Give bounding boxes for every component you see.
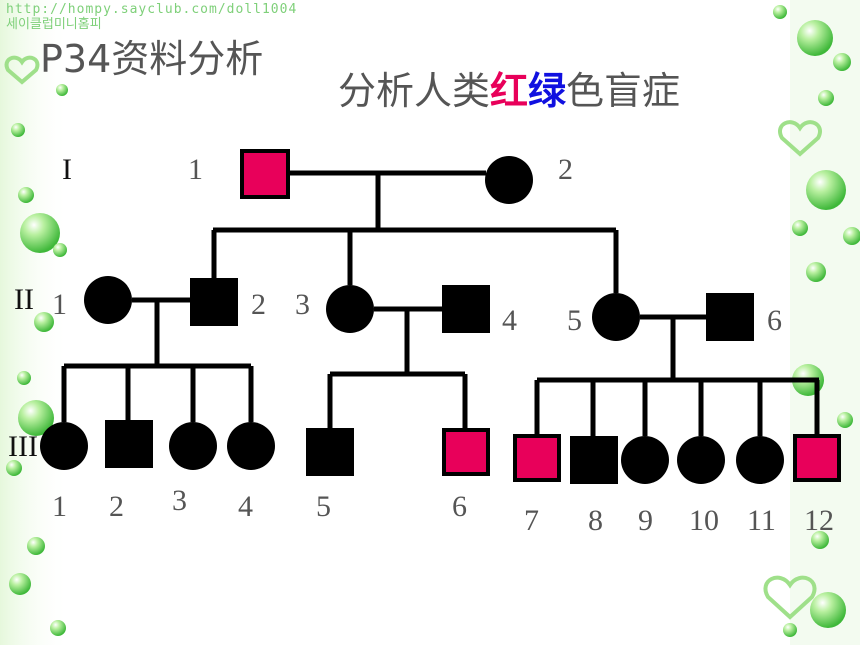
male-affected-I-1 (240, 149, 290, 199)
label-III-12: 12 (804, 504, 834, 537)
label-III-6: 6 (452, 490, 467, 523)
label-II-5: 5 (567, 304, 582, 337)
pedigree-lines (61, 170, 820, 436)
female-III-11 (736, 436, 784, 484)
male-II-6 (706, 293, 754, 341)
generation-label-I: I (62, 153, 72, 186)
female-II-3 (326, 285, 374, 333)
title-green-word: 绿 (528, 69, 567, 113)
female-III-3 (169, 422, 217, 470)
label-III-7: 7 (524, 504, 539, 537)
label-III-11: 11 (747, 504, 776, 537)
page-title: 分析人类红绿色盲症 (338, 72, 680, 110)
site-korean-banner: 세이클럽미니홈피 (6, 17, 102, 32)
label-II-1: 1 (52, 288, 67, 321)
male-II-4 (442, 285, 490, 333)
male-affected-III-12 (793, 434, 841, 482)
bubble-decoration-left (6, 84, 68, 636)
female-II-1 (84, 276, 132, 324)
female-I-2 (485, 156, 533, 204)
site-url-banner: http://hompy.sayclub.com/doll1004 (6, 2, 298, 17)
female-III-9 (621, 436, 669, 484)
title-suffix: 色盲症 (566, 69, 681, 113)
male-III-2 (105, 420, 153, 468)
section-title: P34资料分析 (40, 37, 264, 81)
generation-label-II: II (14, 283, 34, 316)
female-III-4 (227, 422, 275, 470)
label-II-4: 4 (502, 304, 517, 337)
label-III-3: 3 (172, 484, 187, 517)
heart-decoration (4, 55, 822, 620)
label-III-8: 8 (588, 504, 603, 537)
label-II-3: 3 (295, 288, 310, 321)
label-III-2: 2 (109, 490, 124, 523)
label-I-2: 2 (558, 153, 573, 186)
title-prefix: 分析人类 (338, 69, 491, 113)
male-affected-III-7 (513, 434, 561, 482)
generation-label-III: III (8, 430, 38, 463)
label-II-2: 2 (251, 288, 266, 321)
label-III-1: 1 (52, 490, 67, 523)
label-I-1: 1 (188, 153, 203, 186)
label-III-10: 10 (689, 504, 719, 537)
female-III-1 (40, 422, 88, 470)
label-III-4: 4 (238, 490, 253, 523)
label-III-9: 9 (638, 504, 653, 537)
male-affected-III-6 (442, 428, 490, 476)
female-III-10 (677, 436, 725, 484)
title-red-word: 红 (490, 69, 529, 113)
label-III-5: 5 (316, 490, 331, 523)
male-II-2 (190, 278, 238, 326)
male-III-8 (570, 436, 618, 484)
female-II-5 (592, 293, 640, 341)
label-II-6: 6 (767, 304, 782, 337)
male-III-5 (306, 428, 354, 476)
